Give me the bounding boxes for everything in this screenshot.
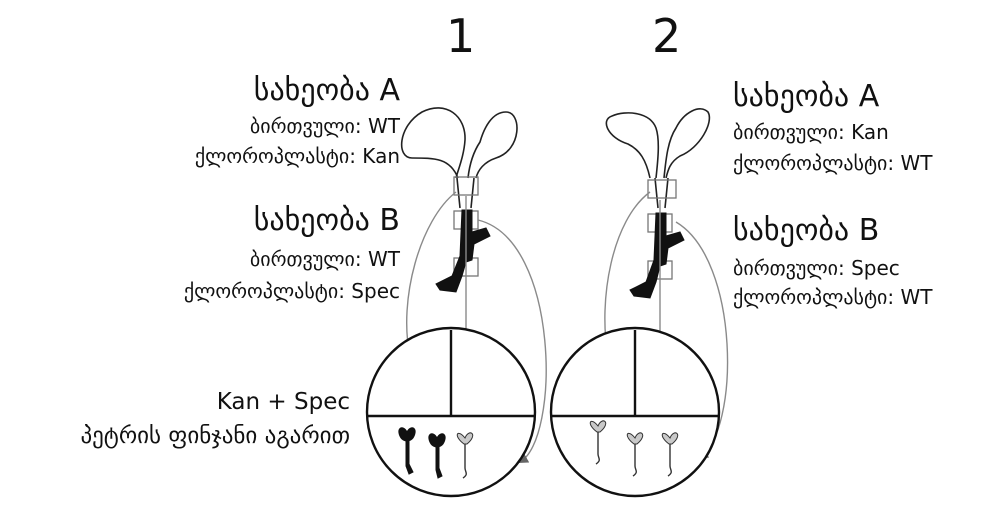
panel-2-segment-box-top — [648, 180, 676, 198]
panel-number-2: 2 — [652, 9, 681, 63]
panel-1-petri-dish — [367, 328, 535, 496]
panel-2-scion-hypocotyl — [655, 178, 668, 208]
panel-2-cotyledon-right — [664, 109, 709, 178]
panel-2-labels: სახეობა A ბირთვული: Kan ქლოროპლასტი: WT … — [733, 79, 933, 309]
panel-2-species-a-title: სახეობა A — [733, 79, 880, 114]
panel-2-species-b-nuclear: ბირთვული: Spec — [733, 256, 900, 280]
plate-label-line-2: პეტრის ფინჯანი აგარით — [80, 423, 350, 449]
panel-2-species-b-title: სახეობა B — [733, 213, 879, 248]
panel-1-species-b-title: სახეობა B — [254, 203, 400, 238]
panel-2-rootstock — [630, 213, 684, 298]
panel-1-labels: სახეობა A ბირთვული: WT ქლოროპლასტი: Kan … — [184, 73, 401, 303]
plate-label-line-1: Kan + Spec — [217, 389, 350, 415]
panel-1-species-b-chloroplast: ქლოროპლასტი: Spec — [184, 279, 400, 303]
panel-1-rootstock — [436, 210, 490, 292]
panel-2-species-b-chloroplast: ქლოროპლასტი: WT — [733, 285, 933, 309]
panel-1-species-a-chloroplast: ქლოროპლასტი: Kan — [195, 144, 400, 168]
panel-1-cotyledon-right — [468, 112, 517, 178]
panel-1-species-a-nuclear: ბირთვული: WT — [250, 114, 401, 138]
panel-1-cotyledon-left — [402, 108, 465, 178]
panel-2-species-a-nuclear: ბირთვული: Kan — [733, 120, 889, 144]
panel-2-cotyledon-left — [606, 113, 658, 178]
panel-2-species-a-chloroplast: ქლოროპლასტი: WT — [733, 151, 933, 175]
panel-1-species-b-nuclear: ბირთვული: WT — [250, 247, 401, 271]
panel-1-species-a-title: სახეობა A — [254, 73, 401, 108]
panel-number-1: 1 — [446, 9, 475, 63]
panel-2-petri-dish — [551, 328, 719, 496]
